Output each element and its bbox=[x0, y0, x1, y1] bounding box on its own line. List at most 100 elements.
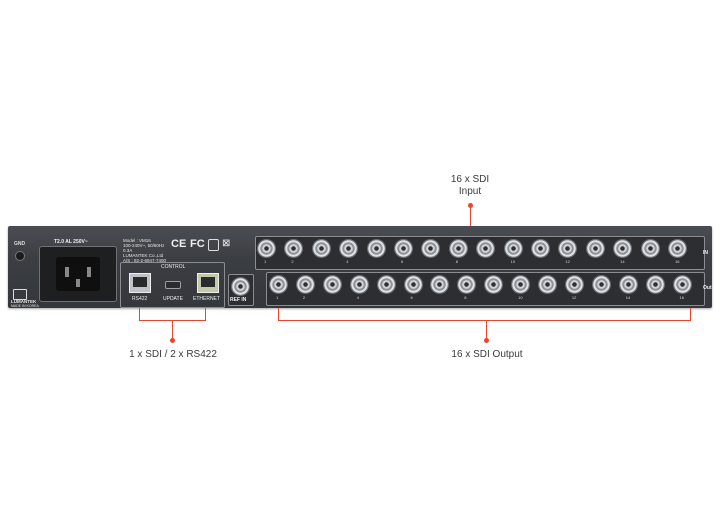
sdi-output-number: 12 bbox=[571, 295, 577, 300]
control-label: CONTROL bbox=[161, 264, 186, 270]
sdi-output-connector[interactable] bbox=[538, 275, 557, 294]
ethernet-port-cavity bbox=[201, 277, 215, 287]
brand-name: LUMANTEK bbox=[11, 299, 37, 304]
ref-in-label: REF IN bbox=[230, 297, 247, 303]
sdi-output-connector[interactable] bbox=[376, 275, 396, 294]
callout-output-bracket-right bbox=[690, 308, 691, 320]
sdi-output-connector[interactable] bbox=[295, 275, 315, 294]
model-line-4: LUMANTEK Co.,Ltd bbox=[123, 253, 164, 258]
sdi-input-connector[interactable] bbox=[311, 239, 331, 258]
rs422-label: RS422 bbox=[132, 296, 148, 302]
sdi-input-number: 12 bbox=[565, 259, 570, 264]
model-info: Model : VM16 100-240V~, 50/60Hz 0.3A LUM… bbox=[123, 238, 166, 263]
callout-control-dot bbox=[170, 338, 175, 343]
sdi-output-number: 4 bbox=[356, 295, 359, 300]
sdi-input-connector[interactable] bbox=[339, 239, 359, 258]
sdi-output-connector[interactable] bbox=[269, 275, 288, 294]
sdi-input-connector[interactable] bbox=[503, 239, 523, 258]
model-line-3: 0.3A bbox=[123, 248, 133, 253]
kc-mark-icon bbox=[208, 239, 219, 251]
callout-control-bracket-left bbox=[139, 308, 140, 320]
model-line-5: A/S : 82-2-6947-7400 bbox=[123, 258, 167, 263]
sdi-output-connector[interactable] bbox=[618, 275, 638, 294]
callout-control: 1 x SDI / 2 x RS422 bbox=[129, 349, 217, 360]
control-panel: CONTROL RS422 UPDATE ETHERNET bbox=[120, 262, 225, 308]
sdi-input-number: 2 bbox=[291, 259, 294, 264]
sdi-input-number: 16 bbox=[675, 259, 680, 264]
fc-mark-icon: FC bbox=[190, 238, 205, 250]
sdi-output-connector[interactable] bbox=[349, 275, 369, 294]
gnd-terminal[interactable] bbox=[15, 251, 25, 261]
sdi-input-number: 4 bbox=[346, 259, 349, 264]
callout-output: 16 x SDI Output bbox=[451, 349, 523, 360]
socket-pin-left bbox=[65, 267, 69, 277]
sdi-input-connector[interactable] bbox=[394, 239, 413, 258]
update-label: UPDATE bbox=[163, 296, 183, 302]
device-rear-panel: GND T2.0 AL 250V~ LUMANTEK MADE IN KOREA… bbox=[8, 226, 712, 308]
sdi-output-number: 2 bbox=[302, 295, 306, 300]
model-line-2: 100-240V~, 50/60Hz bbox=[123, 243, 165, 248]
callout-input-line2: Input bbox=[458, 186, 482, 197]
in-label: IN bbox=[703, 250, 708, 256]
callout-output-dot bbox=[484, 338, 489, 343]
sdi-input-connector[interactable] bbox=[448, 239, 468, 258]
socket-pin-right bbox=[87, 267, 91, 277]
power-inlet[interactable] bbox=[39, 246, 117, 302]
callout-control-stem bbox=[172, 320, 173, 340]
sdi-output-number: 16 bbox=[679, 295, 684, 300]
callout-control-bracket-right bbox=[205, 308, 206, 320]
socket-pin-ground bbox=[76, 279, 80, 287]
sdi-output-connector[interactable] bbox=[645, 275, 665, 294]
callout-input-dot bbox=[468, 203, 473, 208]
sdi-output-connector[interactable] bbox=[322, 275, 342, 294]
ce-mark-icon: CE bbox=[171, 238, 187, 250]
sdi-input-number: 1 bbox=[264, 259, 267, 264]
sdi-output-connector[interactable] bbox=[457, 275, 477, 294]
callout-output-stem bbox=[486, 320, 487, 340]
sdi-output-connector[interactable] bbox=[511, 275, 531, 294]
sdi-input-connector[interactable] bbox=[257, 239, 276, 258]
sdi-output-number: 6 bbox=[410, 295, 413, 300]
sdi-input-number: 8 bbox=[455, 259, 459, 264]
ref-in-connector[interactable] bbox=[231, 277, 250, 296]
sdi-output-number: 10 bbox=[518, 295, 523, 300]
sdi-output-connector[interactable] bbox=[591, 275, 611, 294]
made-in-label: MADE IN KOREA bbox=[11, 304, 39, 308]
rs422-port[interactable] bbox=[129, 273, 151, 293]
sdi-output-connector[interactable] bbox=[430, 275, 450, 294]
ethernet-port[interactable] bbox=[197, 273, 219, 293]
sdi-output-number: 1 bbox=[276, 295, 279, 300]
fuse-label: T2.0 AL 250V~ bbox=[54, 239, 88, 245]
sdi-input-number: 6 bbox=[401, 259, 404, 264]
sdi-input-connector[interactable] bbox=[558, 239, 578, 258]
sdi-input-connector[interactable] bbox=[531, 239, 550, 258]
sdi-input-connector[interactable] bbox=[668, 239, 687, 258]
update-port[interactable] bbox=[165, 281, 181, 289]
sdi-input-connector[interactable] bbox=[284, 239, 304, 258]
rs422-port-cavity bbox=[133, 277, 147, 287]
sdi-output-connector[interactable] bbox=[484, 275, 504, 294]
callout-input: 16 x SDI Input bbox=[430, 174, 510, 198]
ethernet-label: ETHERNET bbox=[193, 296, 220, 302]
sdi-output-number: 8 bbox=[464, 295, 467, 300]
sdi-output-connector[interactable] bbox=[672, 275, 692, 294]
power-socket bbox=[56, 257, 100, 291]
sdi-input-connector[interactable] bbox=[585, 239, 605, 258]
brand-logo-icon bbox=[13, 289, 27, 300]
model-line-1: Model : VM16 bbox=[123, 238, 151, 243]
callout-input-stem bbox=[470, 207, 471, 227]
sdi-input-number: 14 bbox=[620, 259, 625, 264]
sdi-output-connector[interactable] bbox=[564, 275, 584, 294]
sdi-output-number: 14 bbox=[625, 295, 631, 300]
sdi-input-connector[interactable] bbox=[613, 239, 633, 258]
gnd-label: GND bbox=[14, 241, 26, 247]
sdi-output-connector[interactable] bbox=[403, 275, 423, 294]
sdi-input-connector[interactable] bbox=[366, 239, 386, 258]
sdi-input-connector[interactable] bbox=[640, 239, 660, 258]
callout-input-line1: 16 x SDI bbox=[450, 174, 490, 185]
sdi-input-connector[interactable] bbox=[476, 239, 496, 258]
callout-output-bracket bbox=[278, 320, 691, 321]
weee-bin-icon: ⊠ bbox=[222, 238, 231, 249]
out-label: Out bbox=[703, 285, 712, 291]
sdi-input-connector[interactable] bbox=[421, 239, 441, 258]
